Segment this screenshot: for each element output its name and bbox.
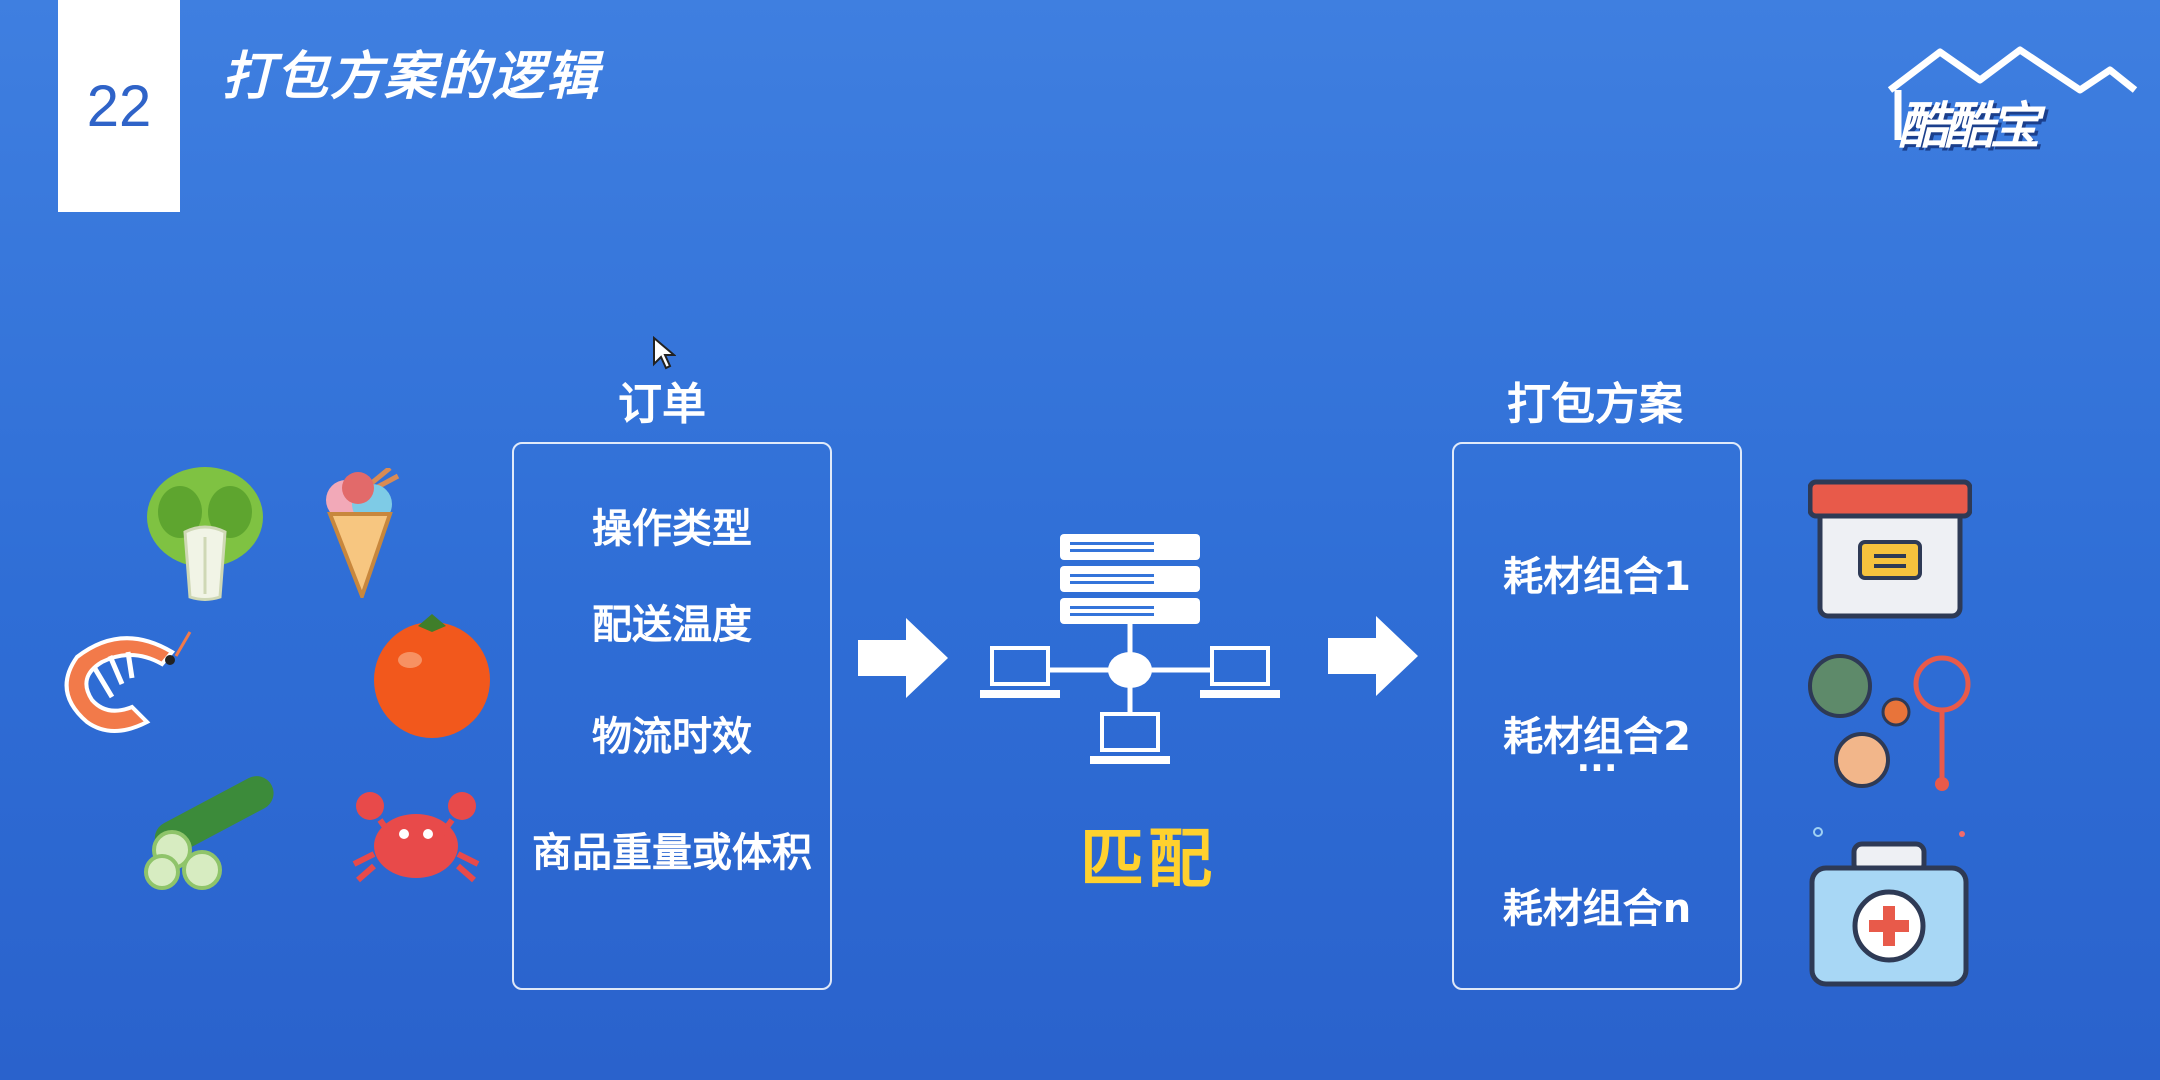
page-number-tab: 22: [58, 0, 180, 212]
cabbage-icon: [147, 467, 263, 601]
order-item-delivery-temperature: 配送温度: [592, 602, 752, 648]
order-item-logistics-timeliness: 物流时效: [592, 714, 752, 760]
shrimp-icon: [64, 631, 192, 733]
order-item-operation-type: 操作类型: [592, 506, 752, 552]
mouse-cursor-icon: [653, 336, 676, 370]
plan-item-combination-n: 耗材组合n: [1502, 886, 1692, 932]
match-label: 匹配: [1080, 823, 1216, 897]
logo-text: 酷酷宝: [1898, 97, 2040, 155]
page-number: 22: [86, 73, 152, 139]
arrow-right-icon: [1328, 616, 1418, 696]
arrow-right-icon: [858, 618, 948, 698]
medical-kit-icon: [1809, 827, 1969, 987]
cucumber-icon: [144, 776, 274, 890]
brand-logo: 酷酷宝: [1880, 40, 2140, 155]
order-box: 操作类型 配送温度 物流时效 商品重量或体积: [512, 442, 832, 990]
server-network-icon: [980, 534, 1280, 764]
plan-item-combination-1: 耗材组合1: [1503, 554, 1691, 600]
slide-title: 打包方案的逻辑: [222, 47, 601, 107]
roof-icon: [1887, 46, 2138, 140]
plan-ellipsis: ···: [1576, 748, 1618, 789]
order-item-weight-volume: 商品重量或体积: [532, 830, 812, 876]
balls-icon: [1808, 654, 1971, 791]
plan-item-combination-2: 耗材组合2: [1503, 714, 1691, 760]
ice-cream-icon: [326, 468, 400, 598]
orange-icon: [374, 614, 490, 738]
order-heading: 订单: [618, 379, 706, 430]
plan-box: 耗材组合1 耗材组合2 ··· 耗材组合n: [1452, 442, 1742, 990]
plan-heading: 打包方案: [1507, 379, 1683, 430]
crab-icon: [352, 792, 480, 883]
storage-box-icon: [1808, 479, 1972, 619]
